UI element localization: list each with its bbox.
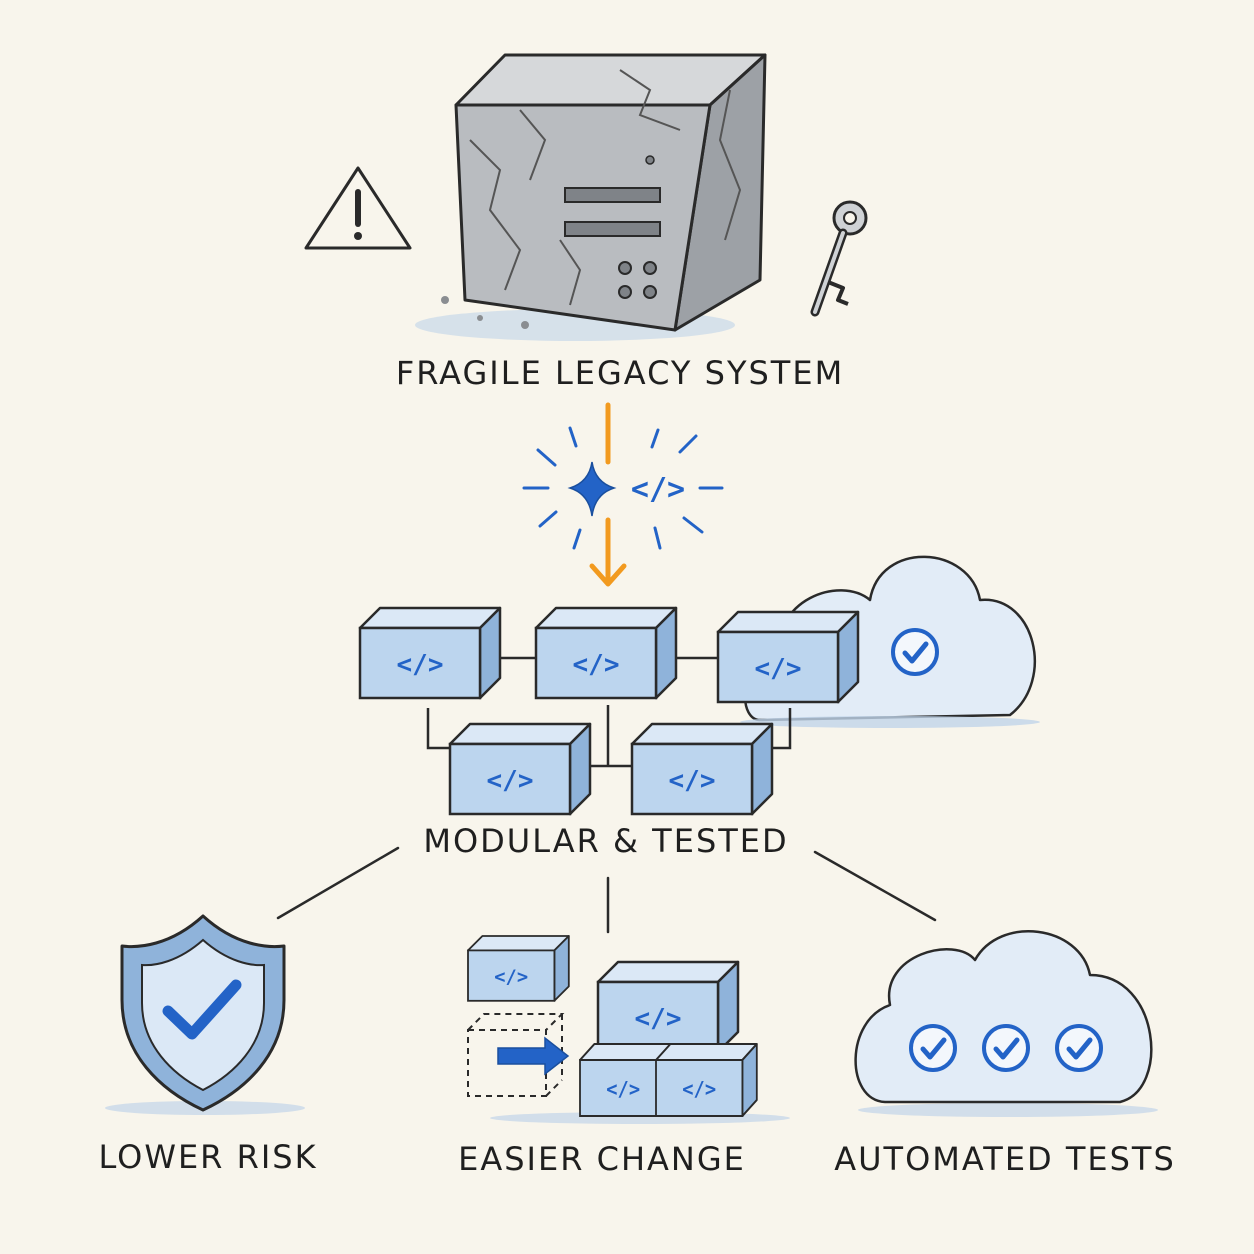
legacy-system-label: FRAGILE LEGACY SYSTEM bbox=[395, 354, 845, 392]
easier-change-label: EASIER CHANGE bbox=[458, 1140, 746, 1178]
code-module-block-icon bbox=[630, 722, 774, 816]
down-arrow-icon bbox=[589, 517, 627, 587]
code-module-block-icon bbox=[716, 610, 860, 704]
code-module-block-icon bbox=[467, 935, 570, 1002]
check-circle-icon bbox=[911, 1026, 955, 1070]
code-module-block-icon bbox=[534, 606, 678, 700]
easier-change-illustration bbox=[467, 935, 790, 1124]
sparkle-icon bbox=[522, 426, 724, 550]
automated-tests-label: AUTOMATED TESTS bbox=[834, 1140, 1176, 1178]
branch-connectors bbox=[276, 846, 937, 934]
code-tag-icon: </> bbox=[631, 472, 685, 507]
code-module-block-icon bbox=[358, 606, 502, 700]
right-arrow-icon bbox=[497, 1036, 570, 1076]
key-icon bbox=[810, 200, 868, 317]
lower-risk-label: LOWER RISK bbox=[98, 1138, 318, 1176]
check-circle-icon bbox=[1057, 1026, 1101, 1070]
cracked-server-block-icon bbox=[415, 53, 767, 341]
check-circle-icon bbox=[893, 630, 937, 674]
shield-check-icon bbox=[105, 914, 305, 1115]
check-circle-icon bbox=[984, 1026, 1028, 1070]
modular-tested-label: MODULAR & TESTED bbox=[423, 822, 789, 860]
code-module-block-icon bbox=[448, 722, 592, 816]
warning-triangle-icon bbox=[304, 166, 412, 250]
